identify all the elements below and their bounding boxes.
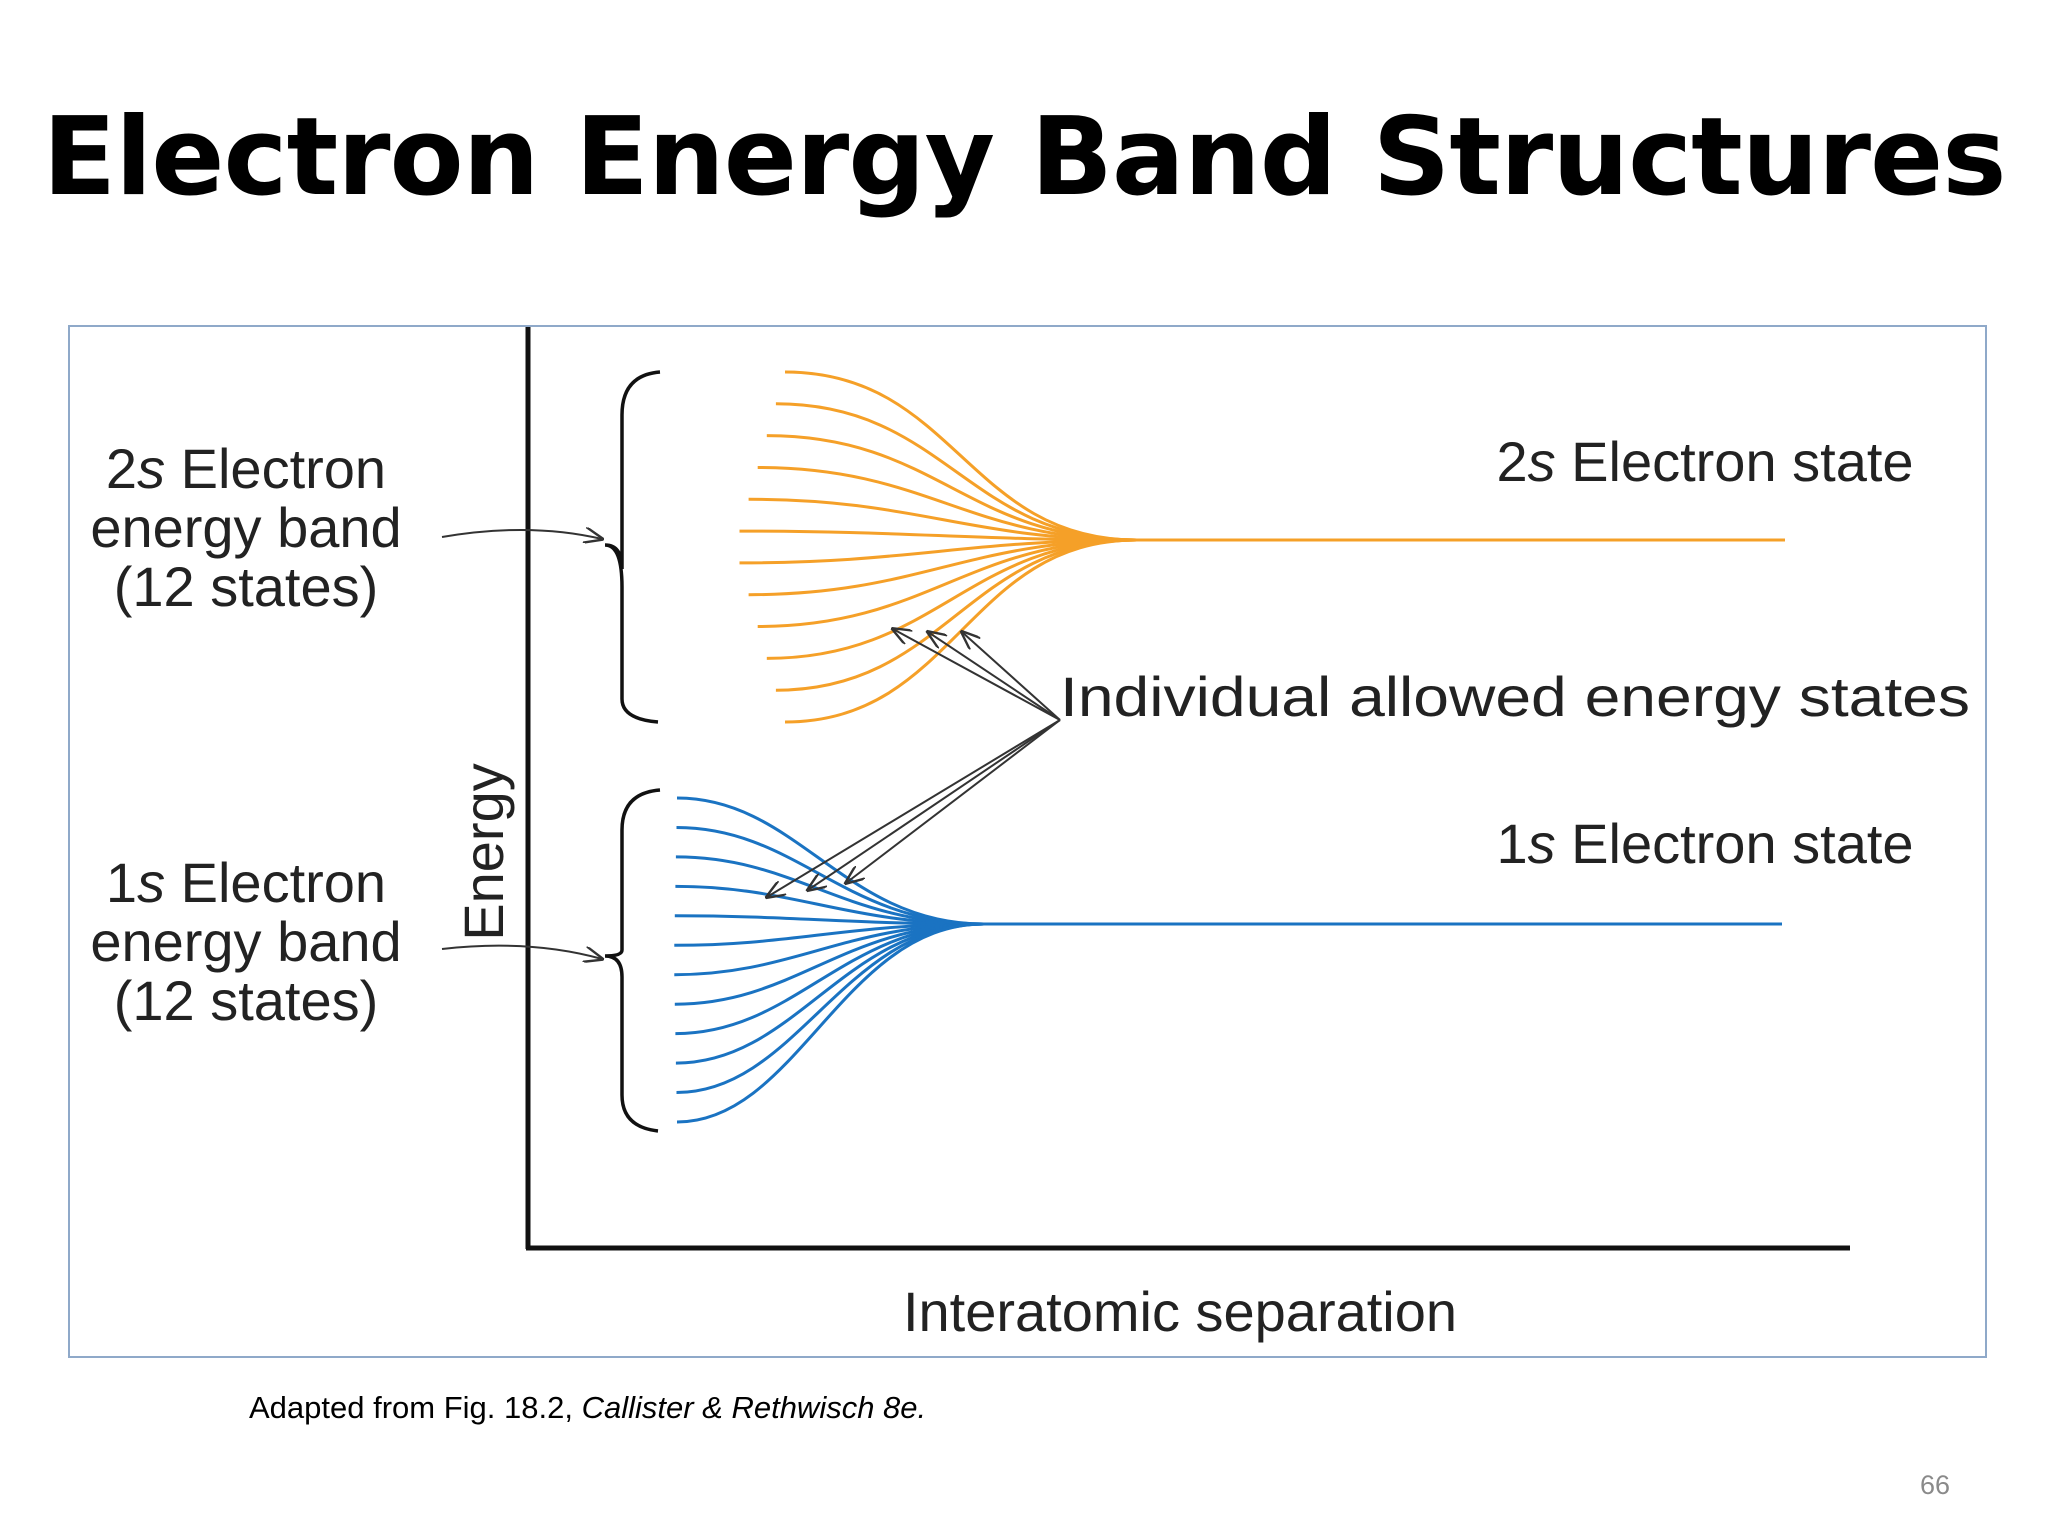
band-2s-state-curve (748, 538, 1138, 597)
figure-caption: Adapted from Fig. 18.2, Callister & Reth… (249, 1390, 926, 1426)
label-2s-electron-state: 2s Electron state (1496, 430, 1913, 493)
band-2s-state-curve (739, 529, 1138, 542)
pointer-arrow-1s-1 (767, 719, 1061, 897)
label-2s-band-line1: 2s Electron (106, 437, 386, 500)
band-diagram-figure: Energy Interatomic separation 2s Electro… (68, 325, 1987, 1358)
slide-title: Electron Energy Band Structures (42, 95, 2007, 220)
band-1s-state-curve (676, 796, 985, 926)
band-1s-state-curve (674, 922, 985, 1006)
arrow-1s-label-to-brace (441, 944, 602, 959)
label-1s-band-line1: 1s Electron (106, 851, 386, 914)
band-2s-state-curve (757, 466, 1138, 542)
pointer-arrows (767, 629, 1061, 897)
label-individual-allowed-states: Individual allowed energy states (1060, 665, 1970, 728)
x-axis-label: Interatomic separation (903, 1280, 1457, 1343)
pointer-arrow-1s-3 (846, 719, 1061, 883)
label-2s-band-line3: (12 states) (114, 555, 379, 618)
band-1s-state-curve (676, 922, 985, 1124)
band-2s-state-curve (784, 370, 1138, 542)
band-2s-state-curve (748, 497, 1138, 542)
caption-reference: Callister & Rethwisch 8e. (581, 1390, 927, 1425)
pointer-arrow-1s-2 (808, 719, 1061, 890)
pointer-arrow-2s-2 (928, 632, 1061, 721)
band-2s-state-curve (775, 538, 1138, 692)
band-1s-state-curve (676, 922, 985, 1094)
label-1s-band-line2: energy band (90, 910, 401, 973)
band-2s-state-curve (766, 538, 1138, 660)
band-2s-state-curve (766, 434, 1138, 542)
label-1s-electron-state: 1s Electron state (1496, 812, 1913, 875)
brace-1s-band (604, 788, 661, 1133)
page-number: 66 (1920, 1470, 1951, 1500)
band-2s-state-curve (757, 538, 1138, 628)
caption-prefix: Adapted from Fig. 18.2, (249, 1390, 582, 1425)
arrow-2s-label-to-brace (441, 530, 602, 539)
label-1s-band-line3: (12 states) (114, 969, 379, 1032)
band-2s-state-curve (775, 402, 1138, 542)
band-diagram: Energy Interatomic separation 2s Electro… (90, 327, 1970, 1343)
brace-2s-band (604, 370, 661, 724)
pointer-arrow-2s-3 (962, 632, 1061, 721)
label-2s-band-line2: energy band (90, 496, 401, 559)
pointer-arrow-2s-1 (893, 629, 1061, 721)
y-axis-label: Energy (452, 763, 515, 940)
band-2s-state-curve (739, 538, 1138, 565)
